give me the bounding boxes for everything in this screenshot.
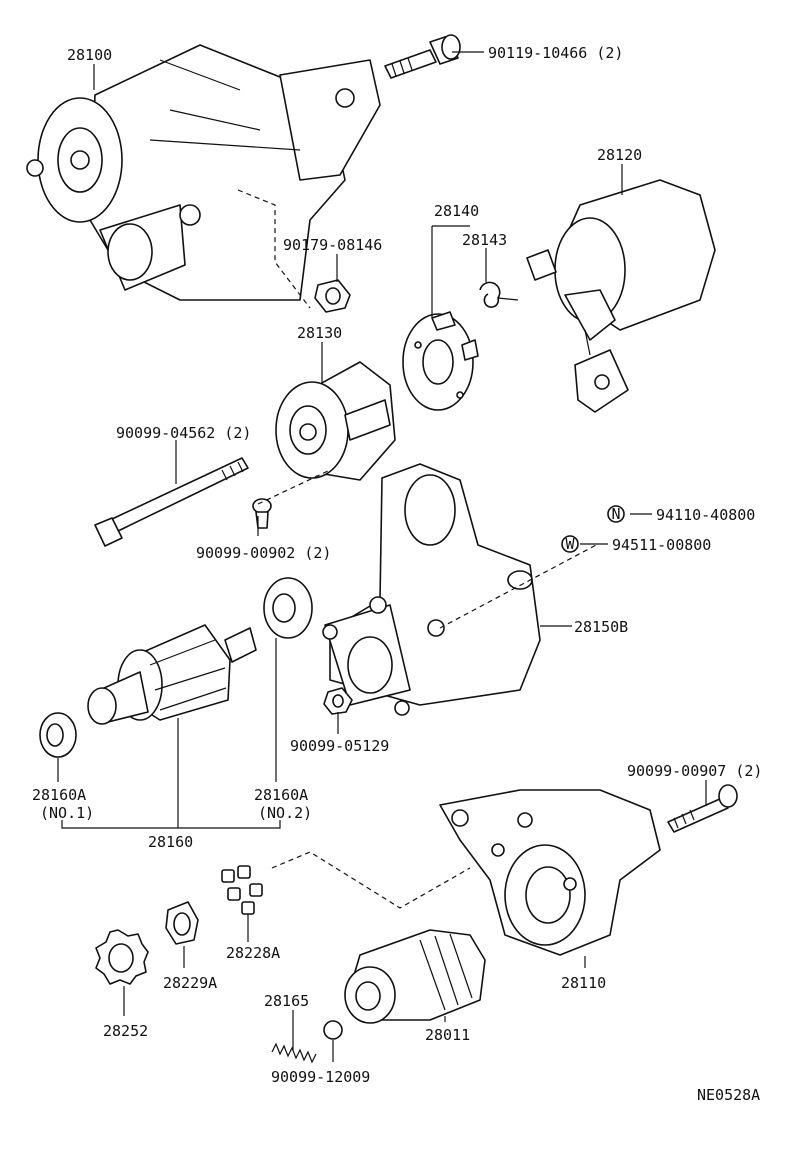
label-90099-04562: 90099-04562 (2) [116,424,251,442]
label-28110: 28110 [561,974,606,992]
label-28228a: 28228A [226,944,280,962]
label-28100: 28100 [67,46,112,64]
label-28150b: 28150B [574,618,628,636]
label-90099-05129: 90099-05129 [290,737,389,755]
clutch-spring-drawing [271,1042,317,1064]
armature-drawing [87,624,257,725]
through-bolt-drawing [94,457,249,547]
label-28160a-no2-note: (NO.2) [258,804,312,822]
washer-marker: W [561,535,579,553]
label-28160a-no1-note: (NO.1) [40,804,94,822]
label-90119-10466: 90119-10466 (2) [488,44,623,62]
part-labels: 28100 90119-10466 (2) 28120 28140 28143 … [32,44,762,1104]
label-94511-00800: 94511-00800 [612,536,711,554]
label-28130: 28130 [297,324,342,342]
brush-holder-drawing [402,311,479,411]
label-28143: 28143 [462,231,507,249]
starter-assembly-drawing [26,44,381,301]
steel-ball-drawing [323,1020,343,1040]
bolt-90119-drawing [384,34,461,79]
brush-spring-drawing [479,281,519,308]
bearing-no1-drawing [39,712,77,758]
leader-lines [57,51,707,1062]
clutch-drawing [344,929,486,1024]
housing-drawing [439,789,661,956]
label-28011: 28011 [425,1026,470,1044]
nut-90179-drawing [314,279,351,313]
label-90099-00907: 90099-00907 (2) [627,762,762,780]
label-28165: 28165 [264,992,309,1010]
yoke-solenoid-drawing [322,463,541,716]
label-90099-00902: 90099-00902 (2) [196,544,331,562]
idler-gear-drawing [95,929,149,985]
diagram-code: NE0528A [697,1086,760,1104]
label-28140: 28140 [434,202,479,220]
nut-marker-letter: N [611,505,620,523]
label-28160a-no2: 28160A [254,786,308,804]
washer-marker-letter: W [565,535,575,553]
bearing-no2-drawing [263,577,313,639]
label-90099-12009: 90099-12009 [271,1068,370,1086]
screw-90099-00902-drawing [252,498,272,529]
nut-90099-05129-drawing [323,687,353,715]
rollers-drawing [221,865,263,915]
label-28120: 28120 [597,146,642,164]
label-90179-08146: 90179-08146 [283,236,382,254]
assembly-dashed-lines [237,189,599,909]
label-28229a: 28229A [163,974,217,992]
bolt-90099-00907-drawing [667,784,738,833]
retainer-drawing [165,901,199,945]
label-28252: 28252 [103,1022,148,1040]
label-94110-40800: 94110-40800 [656,506,755,524]
nut-marker: N [607,505,625,523]
label-28160a-no1: 28160A [32,786,86,804]
field-frame-drawing [526,179,716,413]
label-28160: 28160 [148,833,193,851]
end-frame-drawing [275,361,396,481]
